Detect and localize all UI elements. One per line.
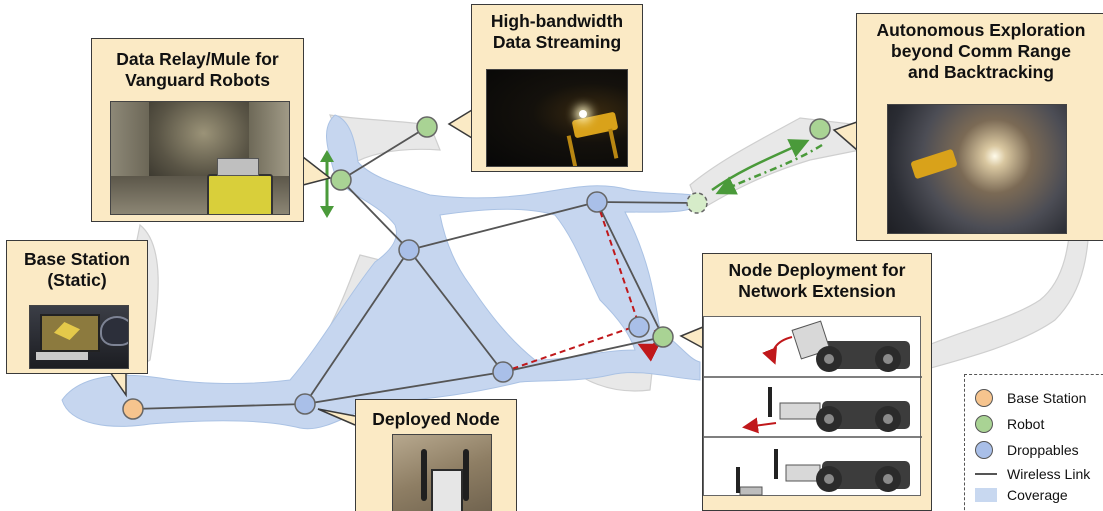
legend-item-coverage: Coverage: [975, 484, 1068, 506]
legend-label: Droppables: [1007, 442, 1079, 458]
robot-node-streamer: [416, 116, 438, 138]
callout-deployed-node: Deployed Node: [355, 399, 517, 511]
base-station-node: [122, 398, 144, 420]
callout-base-station: Base Station (Static): [6, 240, 148, 374]
link-east-explorer: [596, 201, 698, 204]
robot-node-relay: [330, 169, 352, 191]
callout-high-bandwidth: High-bandwidth Data Streaming: [471, 4, 643, 172]
quadruped-night-photo: [486, 69, 628, 167]
callout-title-line: Vanguard Robots: [125, 70, 270, 90]
legend-item-droppables: Droppables: [975, 439, 1079, 461]
wireless-links: [132, 126, 698, 410]
tunnel-rover-photo: [110, 101, 290, 215]
robot-swatch: [975, 415, 993, 433]
callout-title-line: Data Relay/Mule for: [116, 49, 279, 69]
callout-autonomous-exploration: Autonomous Exploration beyond Comm Range…: [856, 13, 1103, 241]
robot-node-deployer: [652, 326, 674, 348]
deployment-sequence-drawing: [704, 320, 922, 496]
graph-nodes: [122, 116, 831, 420]
link-south-robot: [502, 336, 664, 373]
link-base-droppable: [132, 403, 306, 410]
planned-links: [502, 201, 640, 373]
base-station-swatch: [975, 389, 993, 407]
legend-label: Base Station: [1007, 390, 1087, 406]
legend-label: Robot: [1007, 416, 1045, 432]
legend-label: Coverage: [1007, 487, 1068, 503]
callout-pointers: [109, 109, 858, 426]
callout-title-line: (Static): [47, 270, 107, 290]
callout-title-line: Deployed Node: [372, 409, 500, 429]
wireless-link-swatch: [975, 473, 997, 475]
callout-title-line: Data Streaming: [492, 32, 622, 52]
droppable-node-5: [628, 316, 650, 338]
droppables-swatch: [975, 441, 993, 459]
callout-title-line: Base Station: [24, 249, 130, 269]
link-droppable-hub: [304, 249, 410, 405]
callout-title-line: Autonomous Exploration: [876, 20, 1086, 40]
deployment-step-2: [742, 387, 910, 434]
link-hub-east: [408, 201, 598, 251]
robot-ghost-node: [686, 192, 708, 214]
callout-title-line: and Backtracking: [908, 62, 1054, 82]
coverage-swatch: [975, 488, 997, 502]
deployment-step-1: [762, 320, 910, 372]
legend-item-base-station: Base Station: [975, 387, 1086, 409]
legend-item-wireless-link: Wireless Link: [975, 463, 1090, 485]
callout-title-line: Network Extension: [738, 281, 896, 301]
callout-data-relay: Data Relay/Mule for Vanguard Robots: [91, 38, 304, 222]
legend: Base Station Robot Droppables Wireless L…: [964, 374, 1103, 511]
node-deployment-panel: [703, 316, 922, 496]
link-hub-relay: [340, 179, 410, 251]
link-relay-streamer: [340, 126, 428, 181]
droppable-node-3: [586, 191, 608, 213]
link-droppable-south: [304, 371, 504, 405]
callout-title-line: Node Deployment for: [728, 260, 906, 280]
droppable-node-2: [398, 239, 420, 261]
link-east-robot: [596, 201, 664, 338]
base-station-photo: [29, 305, 129, 369]
legend-label: Wireless Link: [1007, 466, 1091, 482]
droppable-node-4: [492, 361, 514, 383]
callout-title-line: beyond Comm Range: [891, 41, 1071, 61]
backtrack-path: [715, 143, 823, 195]
deployed-node-photo: [392, 434, 492, 511]
legend-item-robot: Robot: [975, 413, 1044, 435]
deployment-step-3: [736, 449, 910, 496]
robot-node-explorer: [809, 118, 831, 140]
callout-title-line: High-bandwidth: [490, 11, 624, 31]
cave-quadruped-photo: [887, 104, 1067, 234]
droppable-node-1: [294, 393, 316, 415]
link-hub-south: [408, 249, 504, 373]
